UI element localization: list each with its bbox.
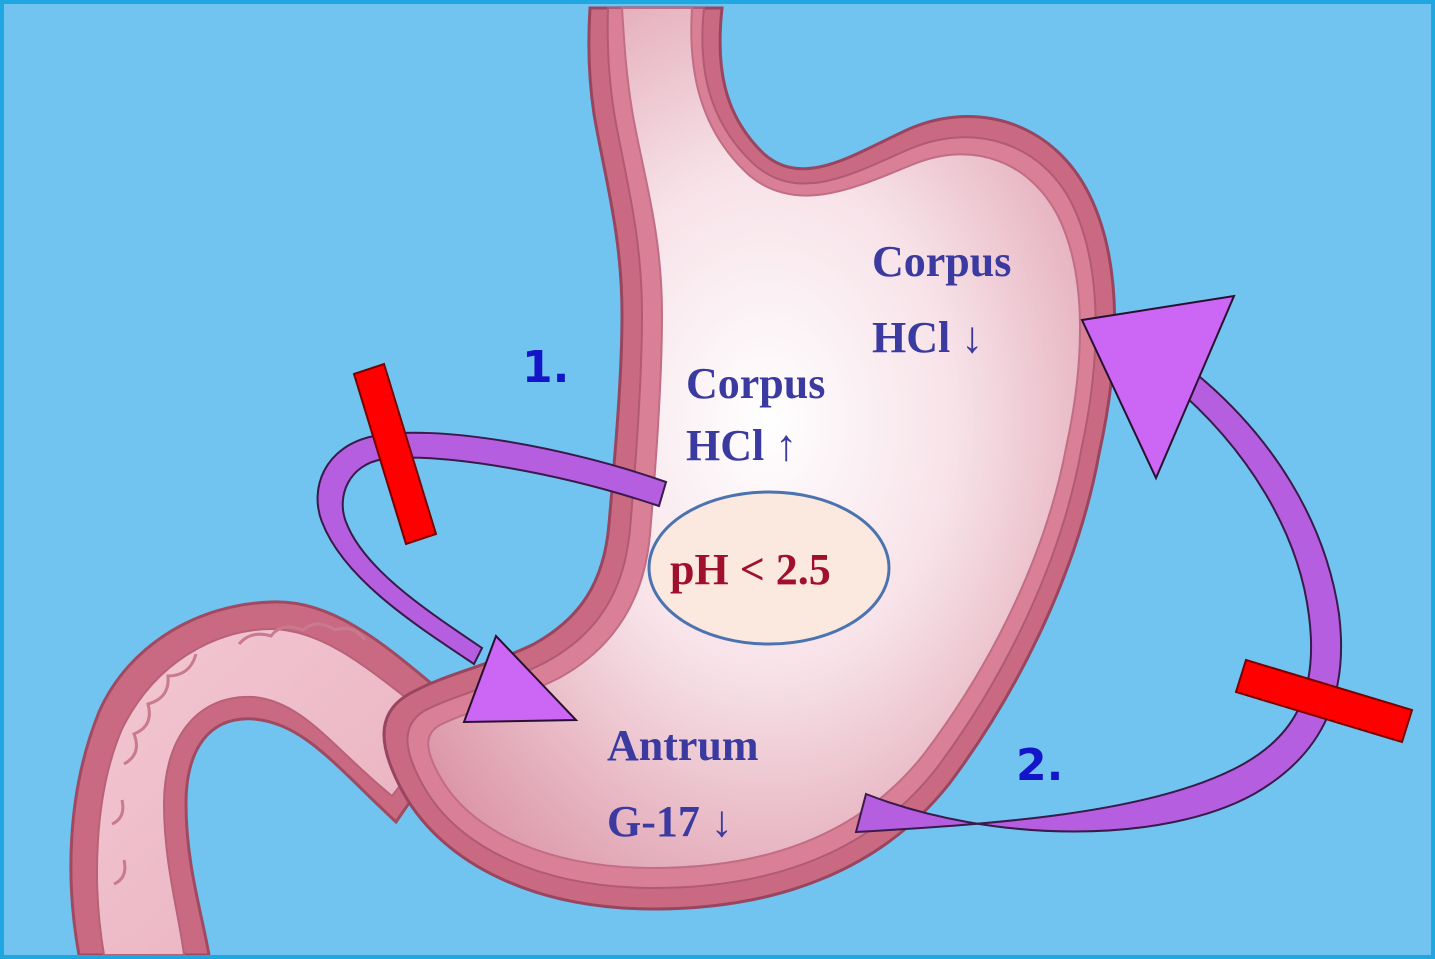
step-number-1: 1. [522, 346, 569, 390]
corpus-mid-hcl: HCl ↑ [686, 424, 797, 468]
antrum-label: Antrum [607, 724, 759, 768]
step-number-2: 2. [1016, 744, 1063, 788]
corpus-mid-label: Corpus [686, 362, 825, 406]
antrum-g17: G-17 ↓ [607, 800, 733, 844]
corpus-top-hcl: HCl ↓ [872, 316, 983, 360]
ph-value: pH < 2.5 [670, 548, 831, 592]
corpus-top-label: Corpus [872, 240, 1011, 284]
